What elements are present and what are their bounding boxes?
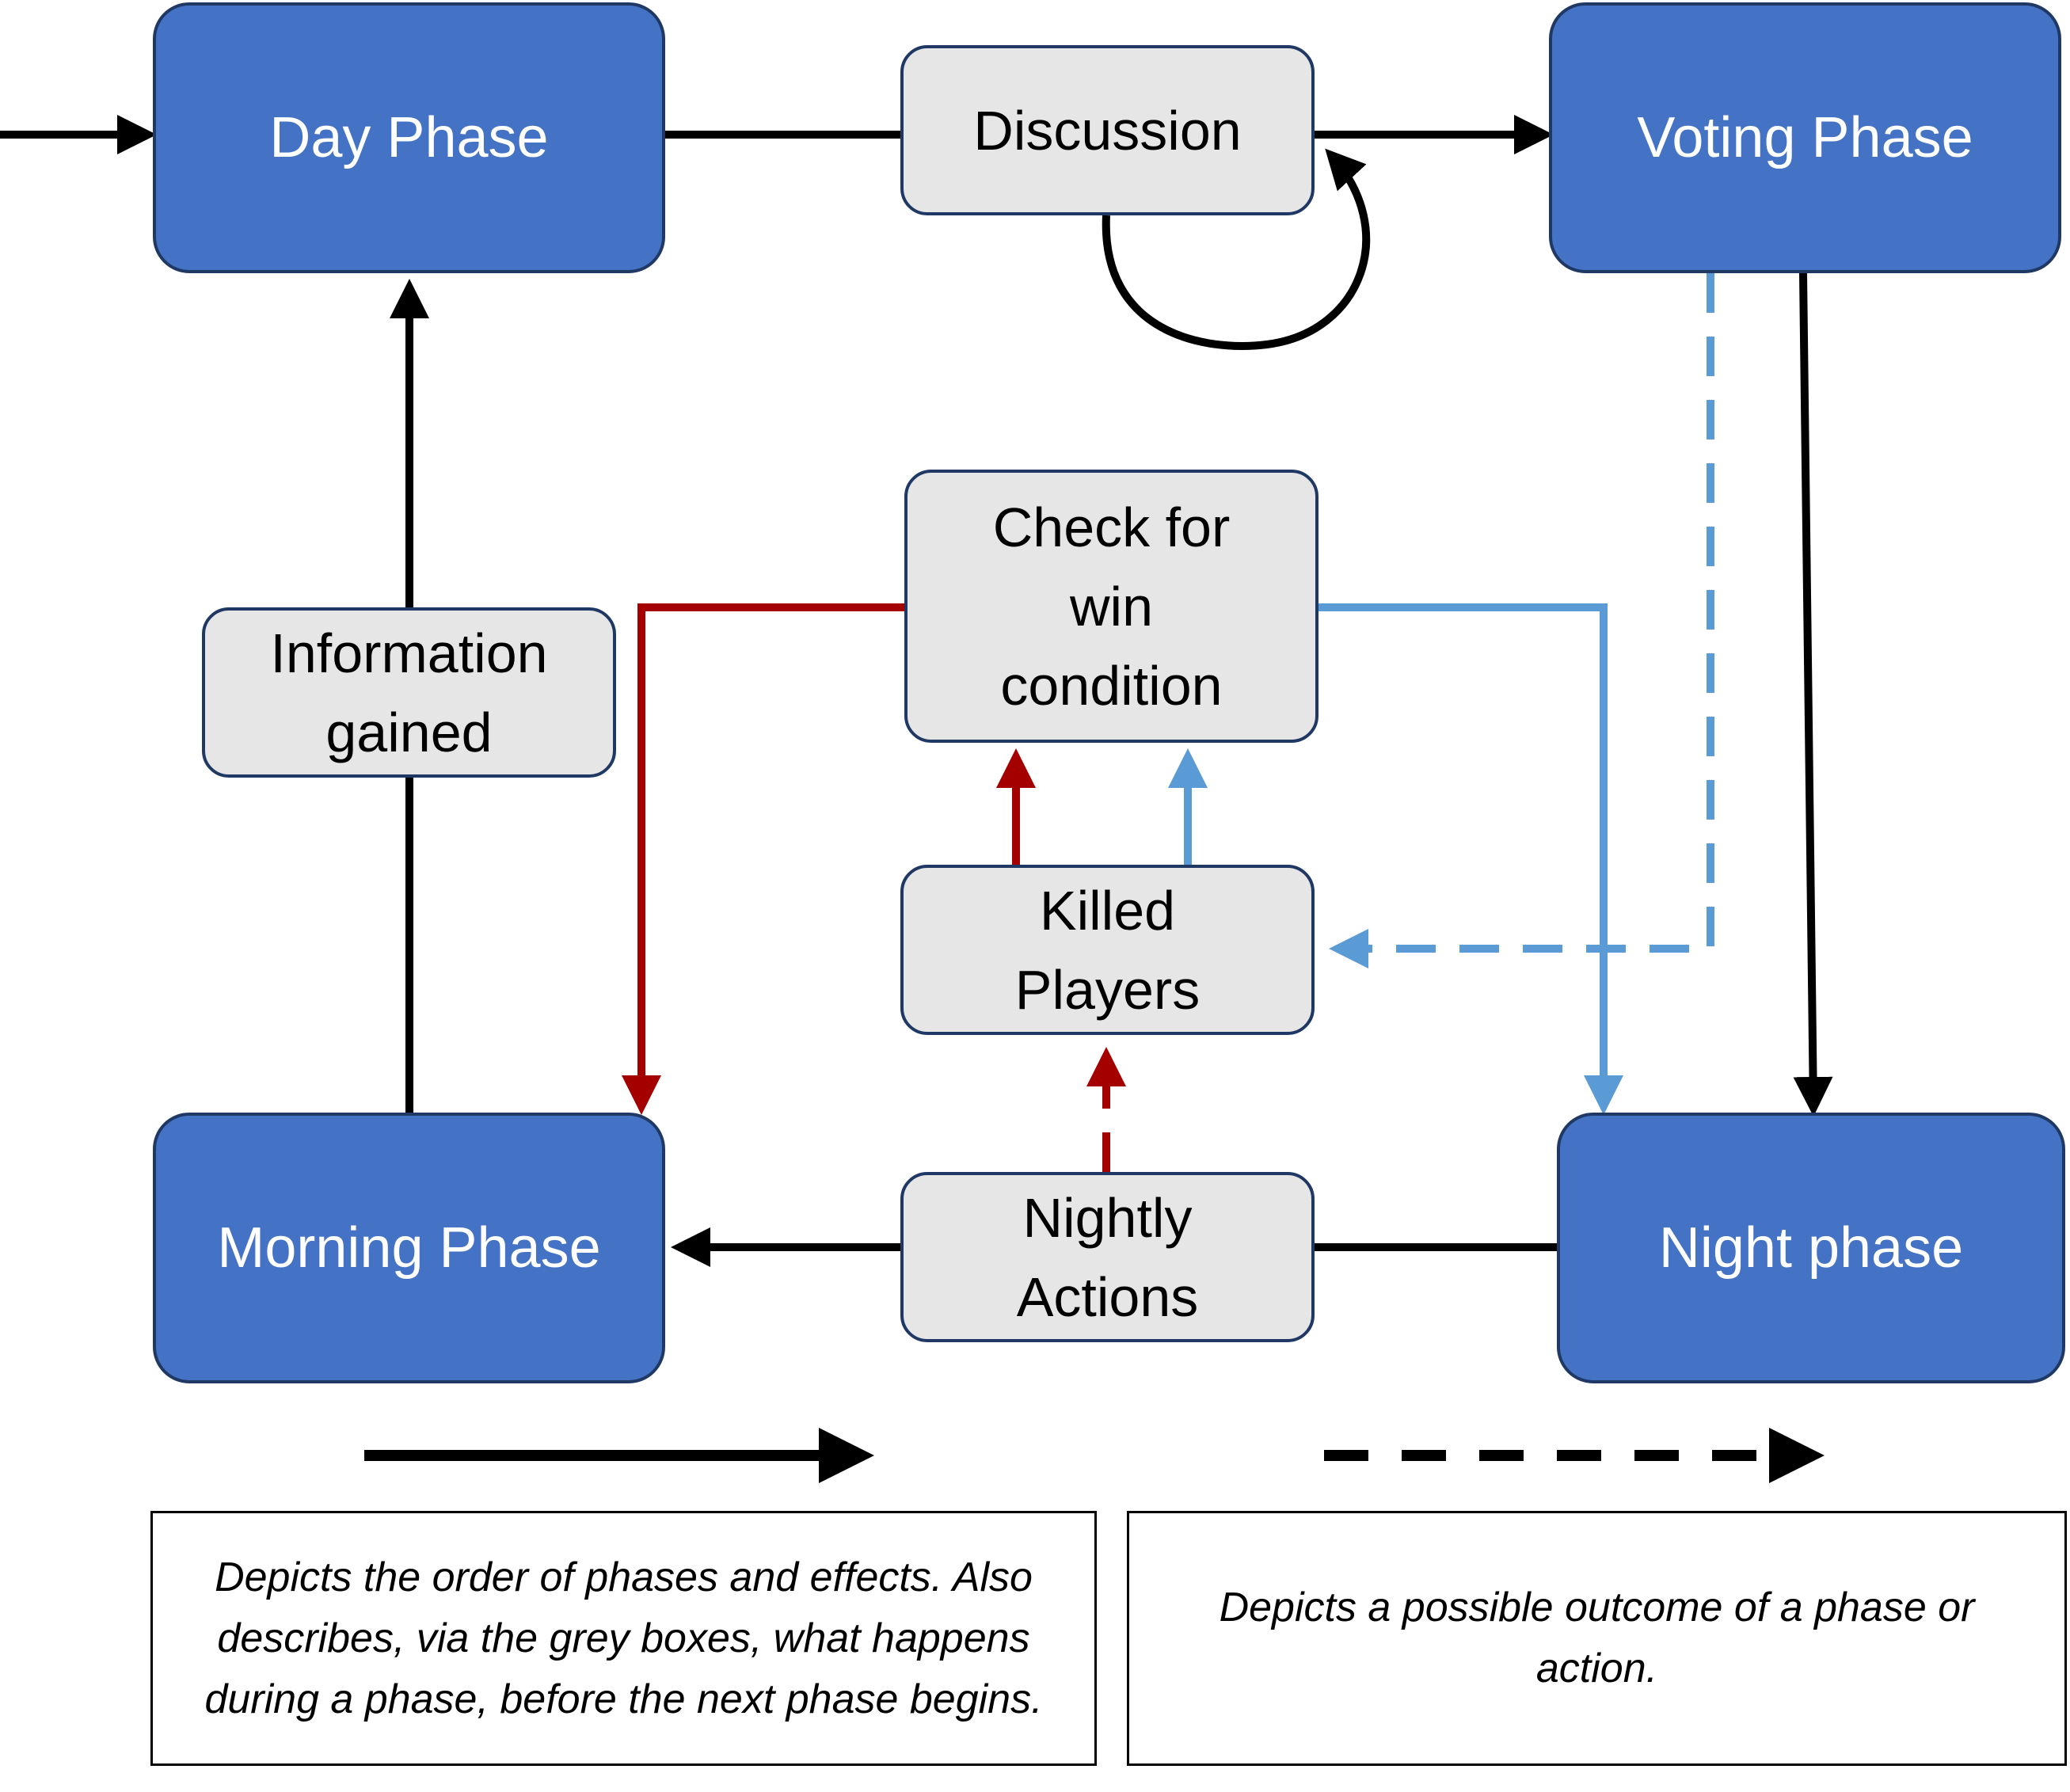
node-nightly-actions: Nightly Actions [900, 1172, 1315, 1342]
node-day-phase: Day Phase [153, 2, 665, 273]
edge-discussion-self-loop [1102, 148, 1371, 350]
check-win-line-1: Check for [992, 496, 1231, 558]
day-phase-label: Day Phase [269, 106, 549, 169]
nightly-actions-line-1: Nightly [1022, 1186, 1193, 1249]
night-phase-label: Night phase [1658, 1216, 1964, 1280]
node-voting-phase: Voting Phase [1549, 2, 2061, 273]
legend-dashed-box: Depicts a possible outcome of a phase or… [1127, 1511, 2067, 1766]
information-gained-line-1: Information [270, 622, 548, 684]
node-morning-phase: Morning Phase [153, 1113, 665, 1383]
information-gained-line-2: gained [325, 701, 493, 763]
node-night-phase: Night phase [1557, 1113, 2065, 1383]
nightly-actions-line-2: Actions [1016, 1265, 1199, 1328]
legend-solid-text: Depicts the order of phases and effects.… [204, 1554, 1043, 1722]
node-check-win-condition: Check for win condition [904, 470, 1318, 743]
node-information-gained: Information gained [202, 607, 616, 778]
killed-players-line-1: Killed [1039, 879, 1176, 942]
edge-voting-to-night [1793, 272, 1833, 1117]
legend-solid-box: Depicts the order of phases and effects.… [150, 1511, 1097, 1766]
node-killed-players: Killed Players [900, 865, 1315, 1035]
edge-check-to-morning-red [622, 603, 904, 1115]
discussion-label: Discussion [973, 99, 1242, 162]
killed-players-line-2: Players [1014, 958, 1201, 1021]
node-discussion: Discussion [900, 45, 1315, 215]
edge-voting-to-killed-dashed [1329, 273, 1714, 968]
legend-dashed-text: Depicts a possible outcome of a phase or… [1219, 1585, 1975, 1691]
check-win-line-2: win [1069, 575, 1154, 637]
edge-check-to-night-blue [1318, 603, 1623, 1115]
morning-phase-label: Morning Phase [217, 1216, 601, 1280]
check-win-line-3: condition [1000, 654, 1223, 717]
voting-phase-label: Voting Phase [1637, 106, 1973, 169]
